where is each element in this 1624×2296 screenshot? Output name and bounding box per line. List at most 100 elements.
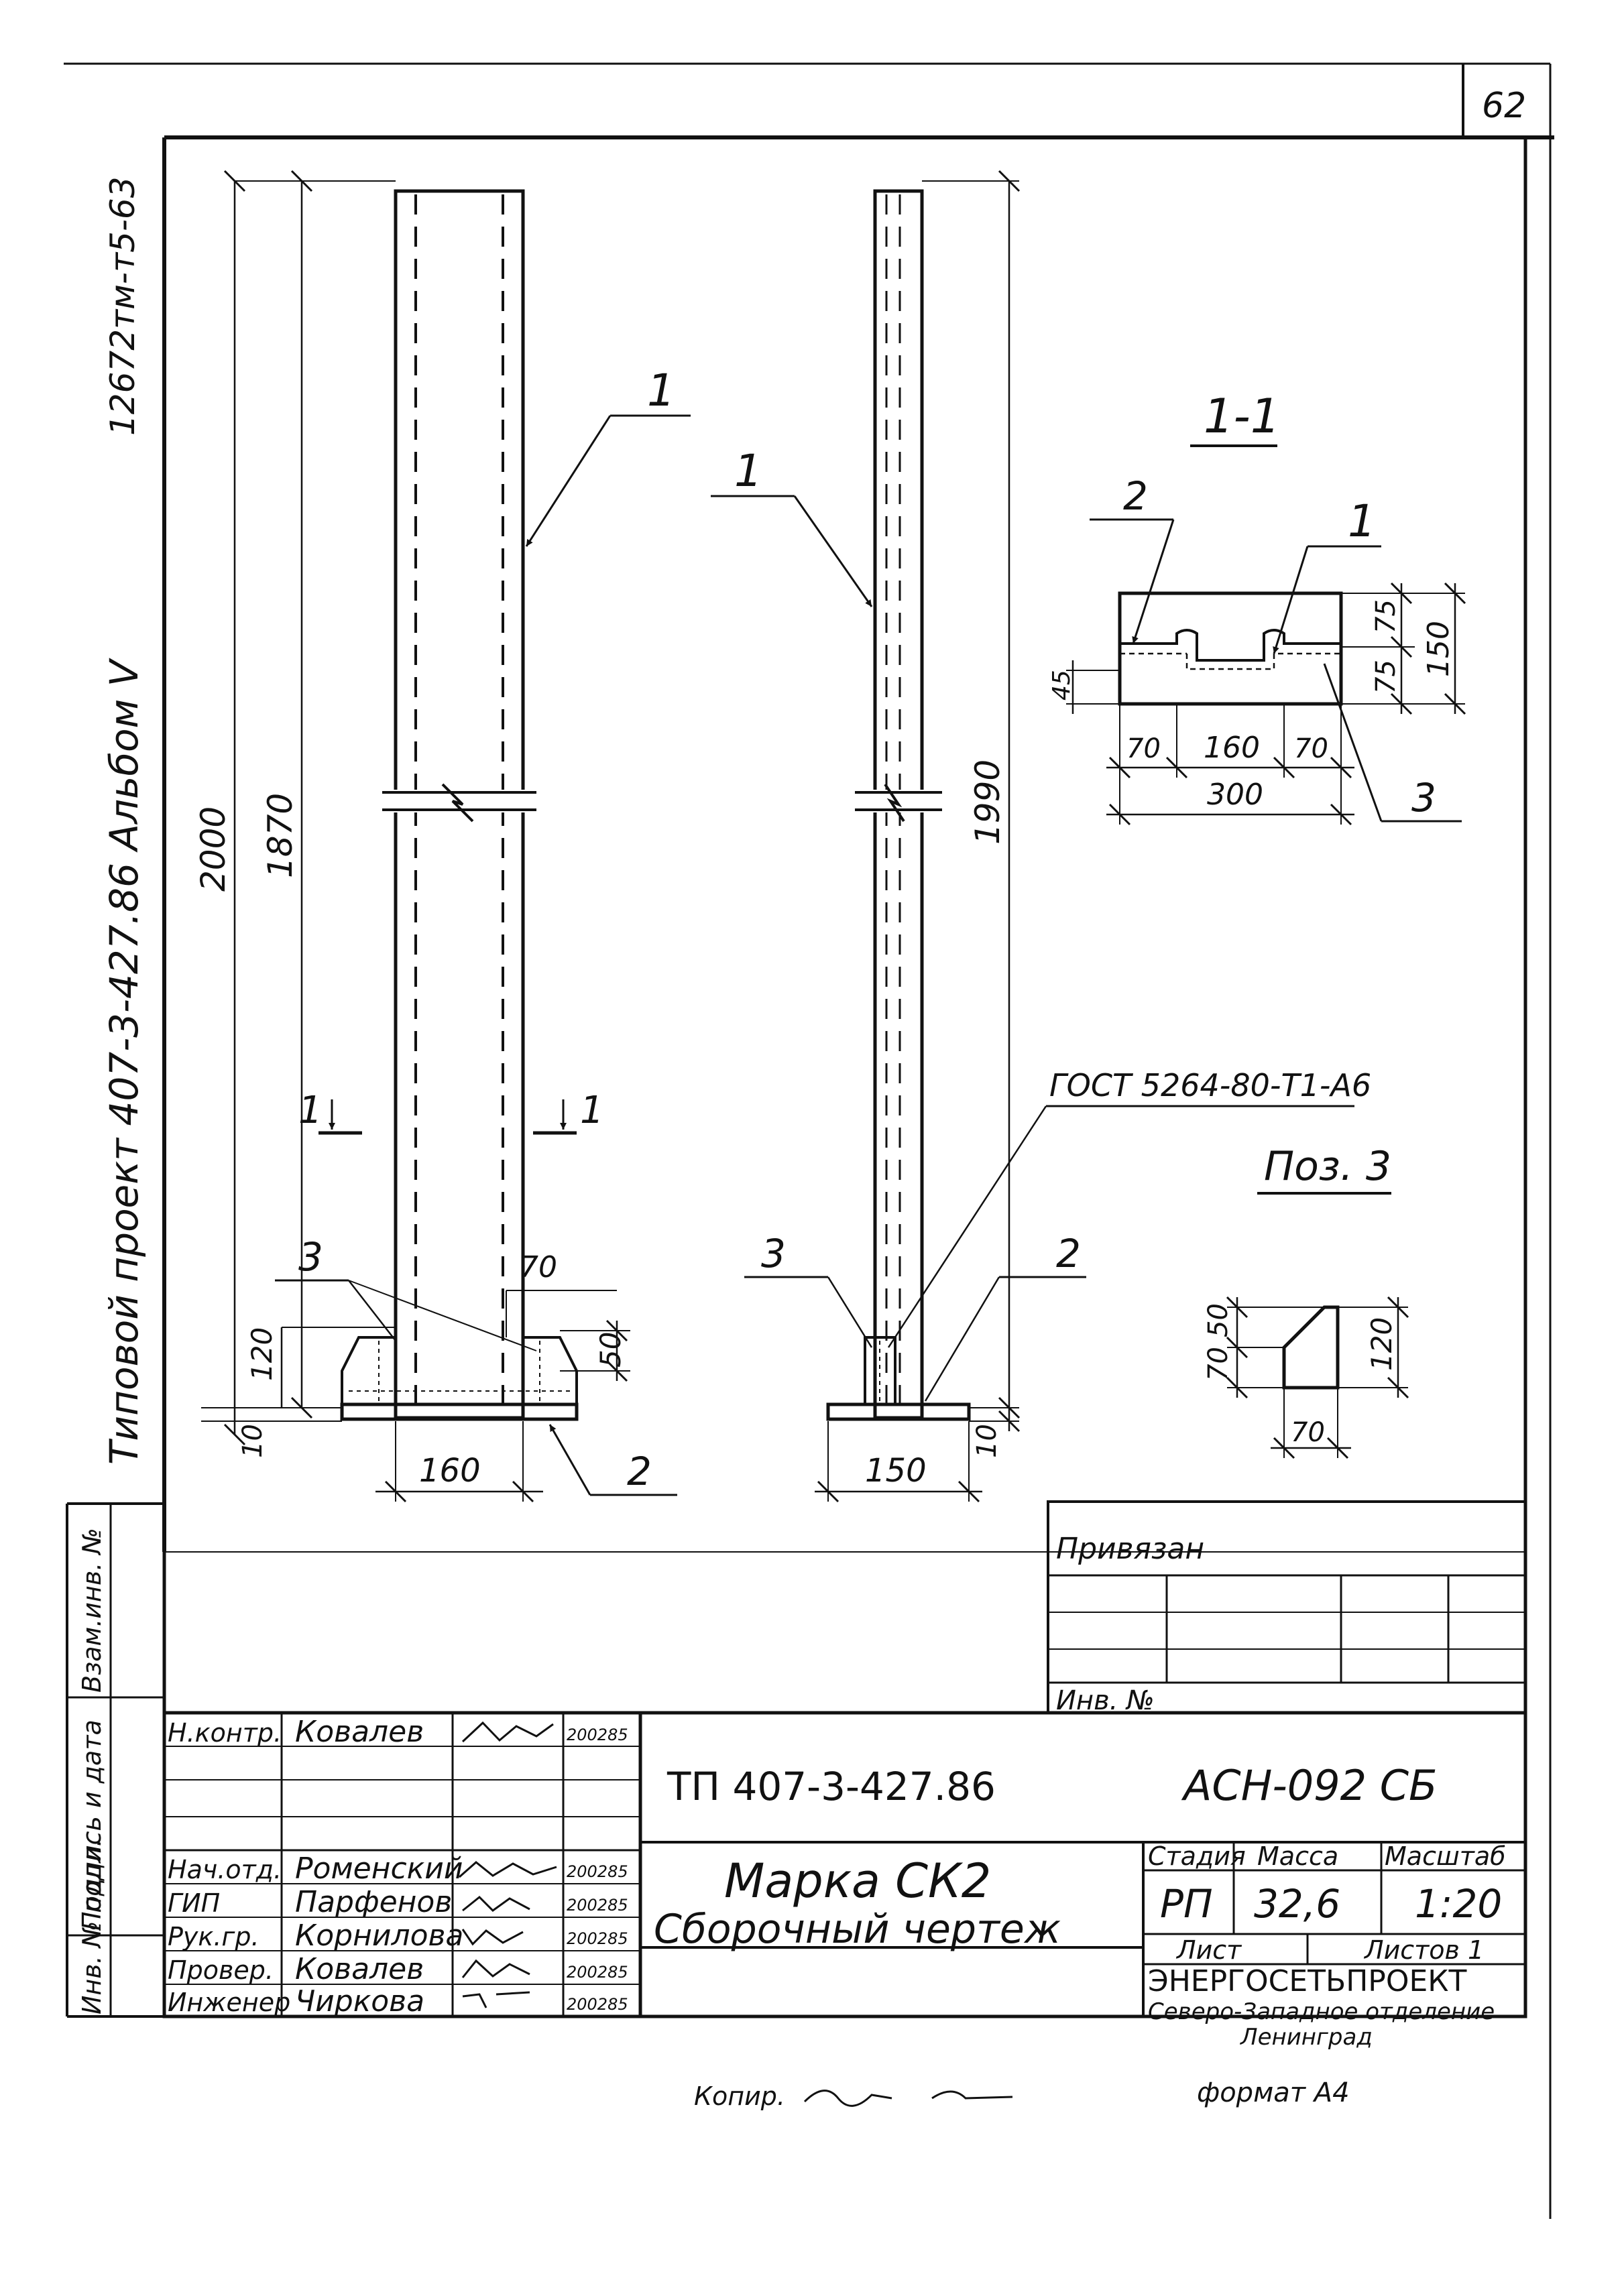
format-label: формат А4 — [1197, 2077, 1350, 2108]
signature-mark — [462, 1991, 530, 2008]
signer-row: Провер. Ковалев 200285 — [168, 1952, 628, 1986]
drawing-name-1: Марка СК2 — [724, 1854, 991, 1909]
side-pos-3: 3 — [761, 1231, 786, 1276]
mass-value: 32,6 — [1254, 1881, 1340, 1927]
signer-row: Рук.гр. Корнилова 200285 — [168, 1919, 628, 1953]
front-pos-2: 2 — [627, 1449, 652, 1494]
signer-role: Рук.гр. — [168, 1922, 259, 1951]
copier-signature — [803, 2090, 1013, 2107]
weld-gost-note: ГОСТ 5264-80-Т1-А6 — [1049, 1067, 1371, 1103]
side-leaders — [711, 495, 1354, 1402]
stamp-vzam-inv: Взам.инв. № — [77, 1528, 107, 1693]
signer-name: Ковалев — [295, 1952, 424, 1986]
signer-row: Нач.отд. Роменский 200285 — [168, 1852, 628, 1886]
stage-label: Стадия — [1148, 1841, 1246, 1871]
sheets-label: Листов 1 — [1363, 1935, 1484, 1965]
signer-name: Роменский — [295, 1852, 463, 1886]
detail-dim-120: 120 — [1365, 1317, 1398, 1371]
detail-dim-50: 50 — [1203, 1303, 1234, 1337]
org-city: Ленинград — [1239, 2024, 1373, 2051]
signer-name: Чиркова — [295, 1984, 424, 2018]
front-view — [340, 189, 579, 1421]
page-number: 62 — [1482, 86, 1526, 126]
mass-label: Масса — [1257, 1841, 1338, 1871]
signer-role: Провер. — [168, 1955, 274, 1985]
copied-by: Копир. — [694, 2081, 785, 2111]
section-dim-45: 45 — [1048, 670, 1076, 701]
side-dim-10: 10 — [972, 1424, 1002, 1458]
detail-dim-70w: 70 — [1291, 1417, 1325, 1448]
front-pos-3: 3 — [298, 1234, 323, 1280]
mark-code: АСН-092 СБ — [1181, 1761, 1438, 1810]
signer-name: Корнилова — [295, 1919, 463, 1953]
signer-date: 200285 — [567, 1929, 628, 1948]
section-dim-70b: 70 — [1294, 733, 1328, 764]
section-dim-160: 160 — [1204, 731, 1260, 765]
signer-row: ГИП Парфенов 200285 — [168, 1885, 628, 1919]
front-dim-70: 70 — [520, 1250, 557, 1284]
section-pos-1: 1 — [1348, 495, 1376, 547]
signer-role: ГИП — [168, 1888, 220, 1918]
section-title: 1-1 — [1204, 389, 1280, 444]
section-pos-3: 3 — [1411, 775, 1436, 821]
front-dim-120: 120 — [245, 1327, 278, 1381]
signer-row: Н.контр. Ковалев 200285 — [168, 1715, 628, 1749]
side-pos-1: 1 — [734, 445, 762, 497]
section-leaders — [1090, 518, 1462, 823]
side-dim-1990: 1990 — [968, 760, 1007, 845]
signer-date: 200285 — [567, 1896, 628, 1915]
sheet-frame — [64, 62, 1554, 2219]
front-pos-1: 1 — [647, 365, 675, 416]
front-dim-10: 10 — [237, 1424, 268, 1458]
signer-date: 200285 — [567, 1726, 628, 1744]
section-pos-2: 2 — [1123, 473, 1148, 519]
signer-role: Нач.отд. — [168, 1855, 282, 1884]
side-dimensions — [815, 170, 1021, 1503]
section-1-1 — [1118, 591, 1343, 706]
org-name: ЭНЕРГОСЕТЬПРОЕКТ — [1148, 1964, 1466, 1998]
front-dimensions — [201, 170, 630, 1503]
detail-title: Поз. 3 — [1264, 1143, 1391, 1190]
section-mark-right: 1 — [580, 1089, 604, 1132]
scale-label: Масштаб — [1385, 1841, 1506, 1871]
section-mark-left: 1 — [298, 1089, 323, 1132]
stamp-podpis-data: Подпись и дата — [77, 1719, 107, 1931]
signer-date: 200285 — [567, 1995, 628, 2014]
side-pos-2: 2 — [1056, 1231, 1081, 1276]
section-dim-300: 300 — [1207, 778, 1263, 812]
section-dimensions — [1066, 582, 1466, 826]
side-title: Типовой проект 407-3-427.86 Альбом V — [101, 657, 147, 1465]
signer-name: Парфенов — [295, 1885, 452, 1919]
signature-mark — [461, 1721, 554, 1743]
section-dim-75b: 75 — [1371, 660, 1401, 694]
bound-table — [1047, 1500, 1527, 1714]
stage-value: РП — [1160, 1881, 1213, 1927]
signer-role: Инженер — [168, 1988, 290, 2017]
front-dim-50: 50 — [594, 1332, 627, 1368]
signature-mark — [462, 1895, 530, 1912]
drawing-name-2: Сборочный чертеж — [654, 1906, 1061, 1953]
signer-date: 200285 — [567, 1862, 628, 1881]
signer-date: 200285 — [567, 1963, 628, 1982]
doc-code: ТП 407-3-427.86 — [666, 1764, 996, 1809]
bound-inv-label: Инв. № — [1056, 1685, 1155, 1716]
front-dim-2000: 2000 — [194, 806, 233, 892]
detail-plate — [1282, 1305, 1340, 1390]
detail-dim-70: 70 — [1203, 1347, 1234, 1381]
signature-mark — [459, 1861, 557, 1878]
signature-mark — [461, 1959, 530, 1978]
section-cut-markers — [318, 1099, 577, 1135]
signer-role: Н.контр. — [168, 1718, 282, 1748]
title-block — [162, 1711, 1527, 2018]
section-dim-150: 150 — [1422, 621, 1456, 677]
detail-dimensions — [1226, 1296, 1409, 1459]
signer-row: Инженер Чиркова 200285 — [168, 1984, 628, 2018]
sheet-label: Лист — [1175, 1935, 1242, 1965]
section-dim-75a: 75 — [1371, 599, 1401, 633]
section-dim-70a: 70 — [1126, 733, 1161, 764]
org-branch: Северо-Западное отделение — [1148, 1998, 1495, 2025]
scale-value: 1:20 — [1415, 1881, 1502, 1927]
stamp-inv-podl: Инв. № подл. — [77, 1839, 107, 2014]
signer-name: Ковалев — [295, 1715, 424, 1749]
